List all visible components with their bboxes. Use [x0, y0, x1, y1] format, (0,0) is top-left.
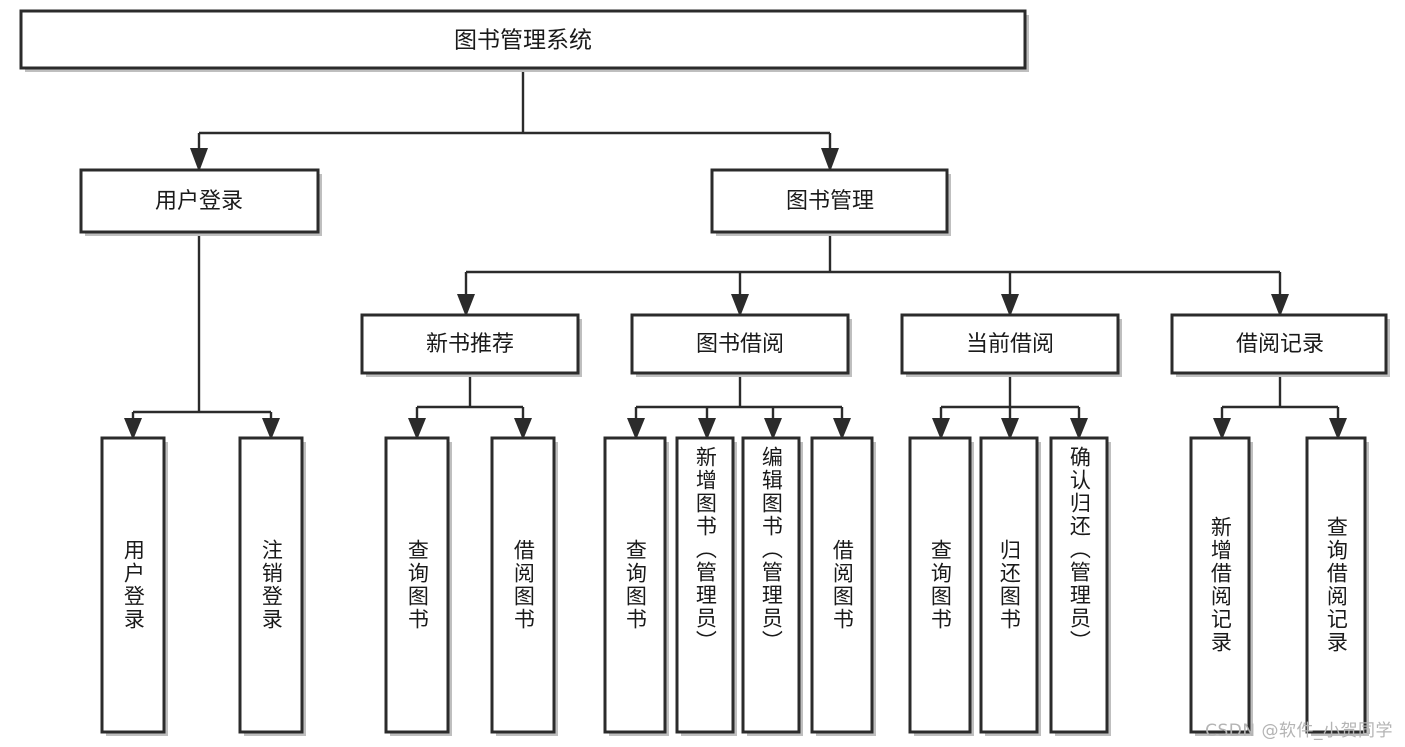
leaf-box-group [100, 436, 1369, 736]
leaf-box[interactable] [384, 436, 452, 736]
node-book-borrow-label: 图书借阅 [696, 332, 784, 357]
leaf-box[interactable] [100, 436, 168, 736]
node-book-management[interactable]: 图书管理 [710, 168, 951, 236]
node-root[interactable]: 图书管理系统 [19, 9, 1029, 72]
node-borrow-record-label: 借阅记录 [1236, 332, 1324, 357]
leaf-box[interactable] [675, 436, 737, 736]
node-new-book-recommend-label: 新书推荐 [426, 332, 514, 357]
leaf-box[interactable] [1049, 436, 1111, 736]
node-book-borrow[interactable]: 图书借阅 [630, 313, 852, 377]
node-borrow-record[interactable]: 借阅记录 [1170, 313, 1390, 377]
leaf-box[interactable] [810, 436, 876, 736]
leaf-box[interactable] [979, 436, 1041, 736]
node-current-borrow-label: 当前借阅 [966, 332, 1054, 357]
arrowhead-group [124, 148, 1347, 440]
node-book-management-label: 图书管理 [786, 189, 874, 214]
leaf-box[interactable] [908, 436, 974, 736]
watermark: CSDN @软件_小贺同学 [1205, 721, 1393, 741]
node-user-login[interactable]: 用户登录 [79, 168, 322, 236]
node-user-login-label: 用户登录 [155, 189, 243, 214]
leaf-box[interactable] [1189, 436, 1253, 736]
node-current-borrow[interactable]: 当前借阅 [900, 313, 1122, 377]
leaf-box[interactable] [238, 436, 306, 736]
node-new-book-recommend[interactable]: 新书推荐 [360, 313, 582, 377]
leaf-box[interactable] [1305, 436, 1369, 736]
leaf-box[interactable] [490, 436, 558, 736]
node-root-label: 图书管理系统 [454, 28, 592, 54]
leaf-box[interactable] [603, 436, 669, 736]
leaf-box[interactable] [741, 436, 803, 736]
